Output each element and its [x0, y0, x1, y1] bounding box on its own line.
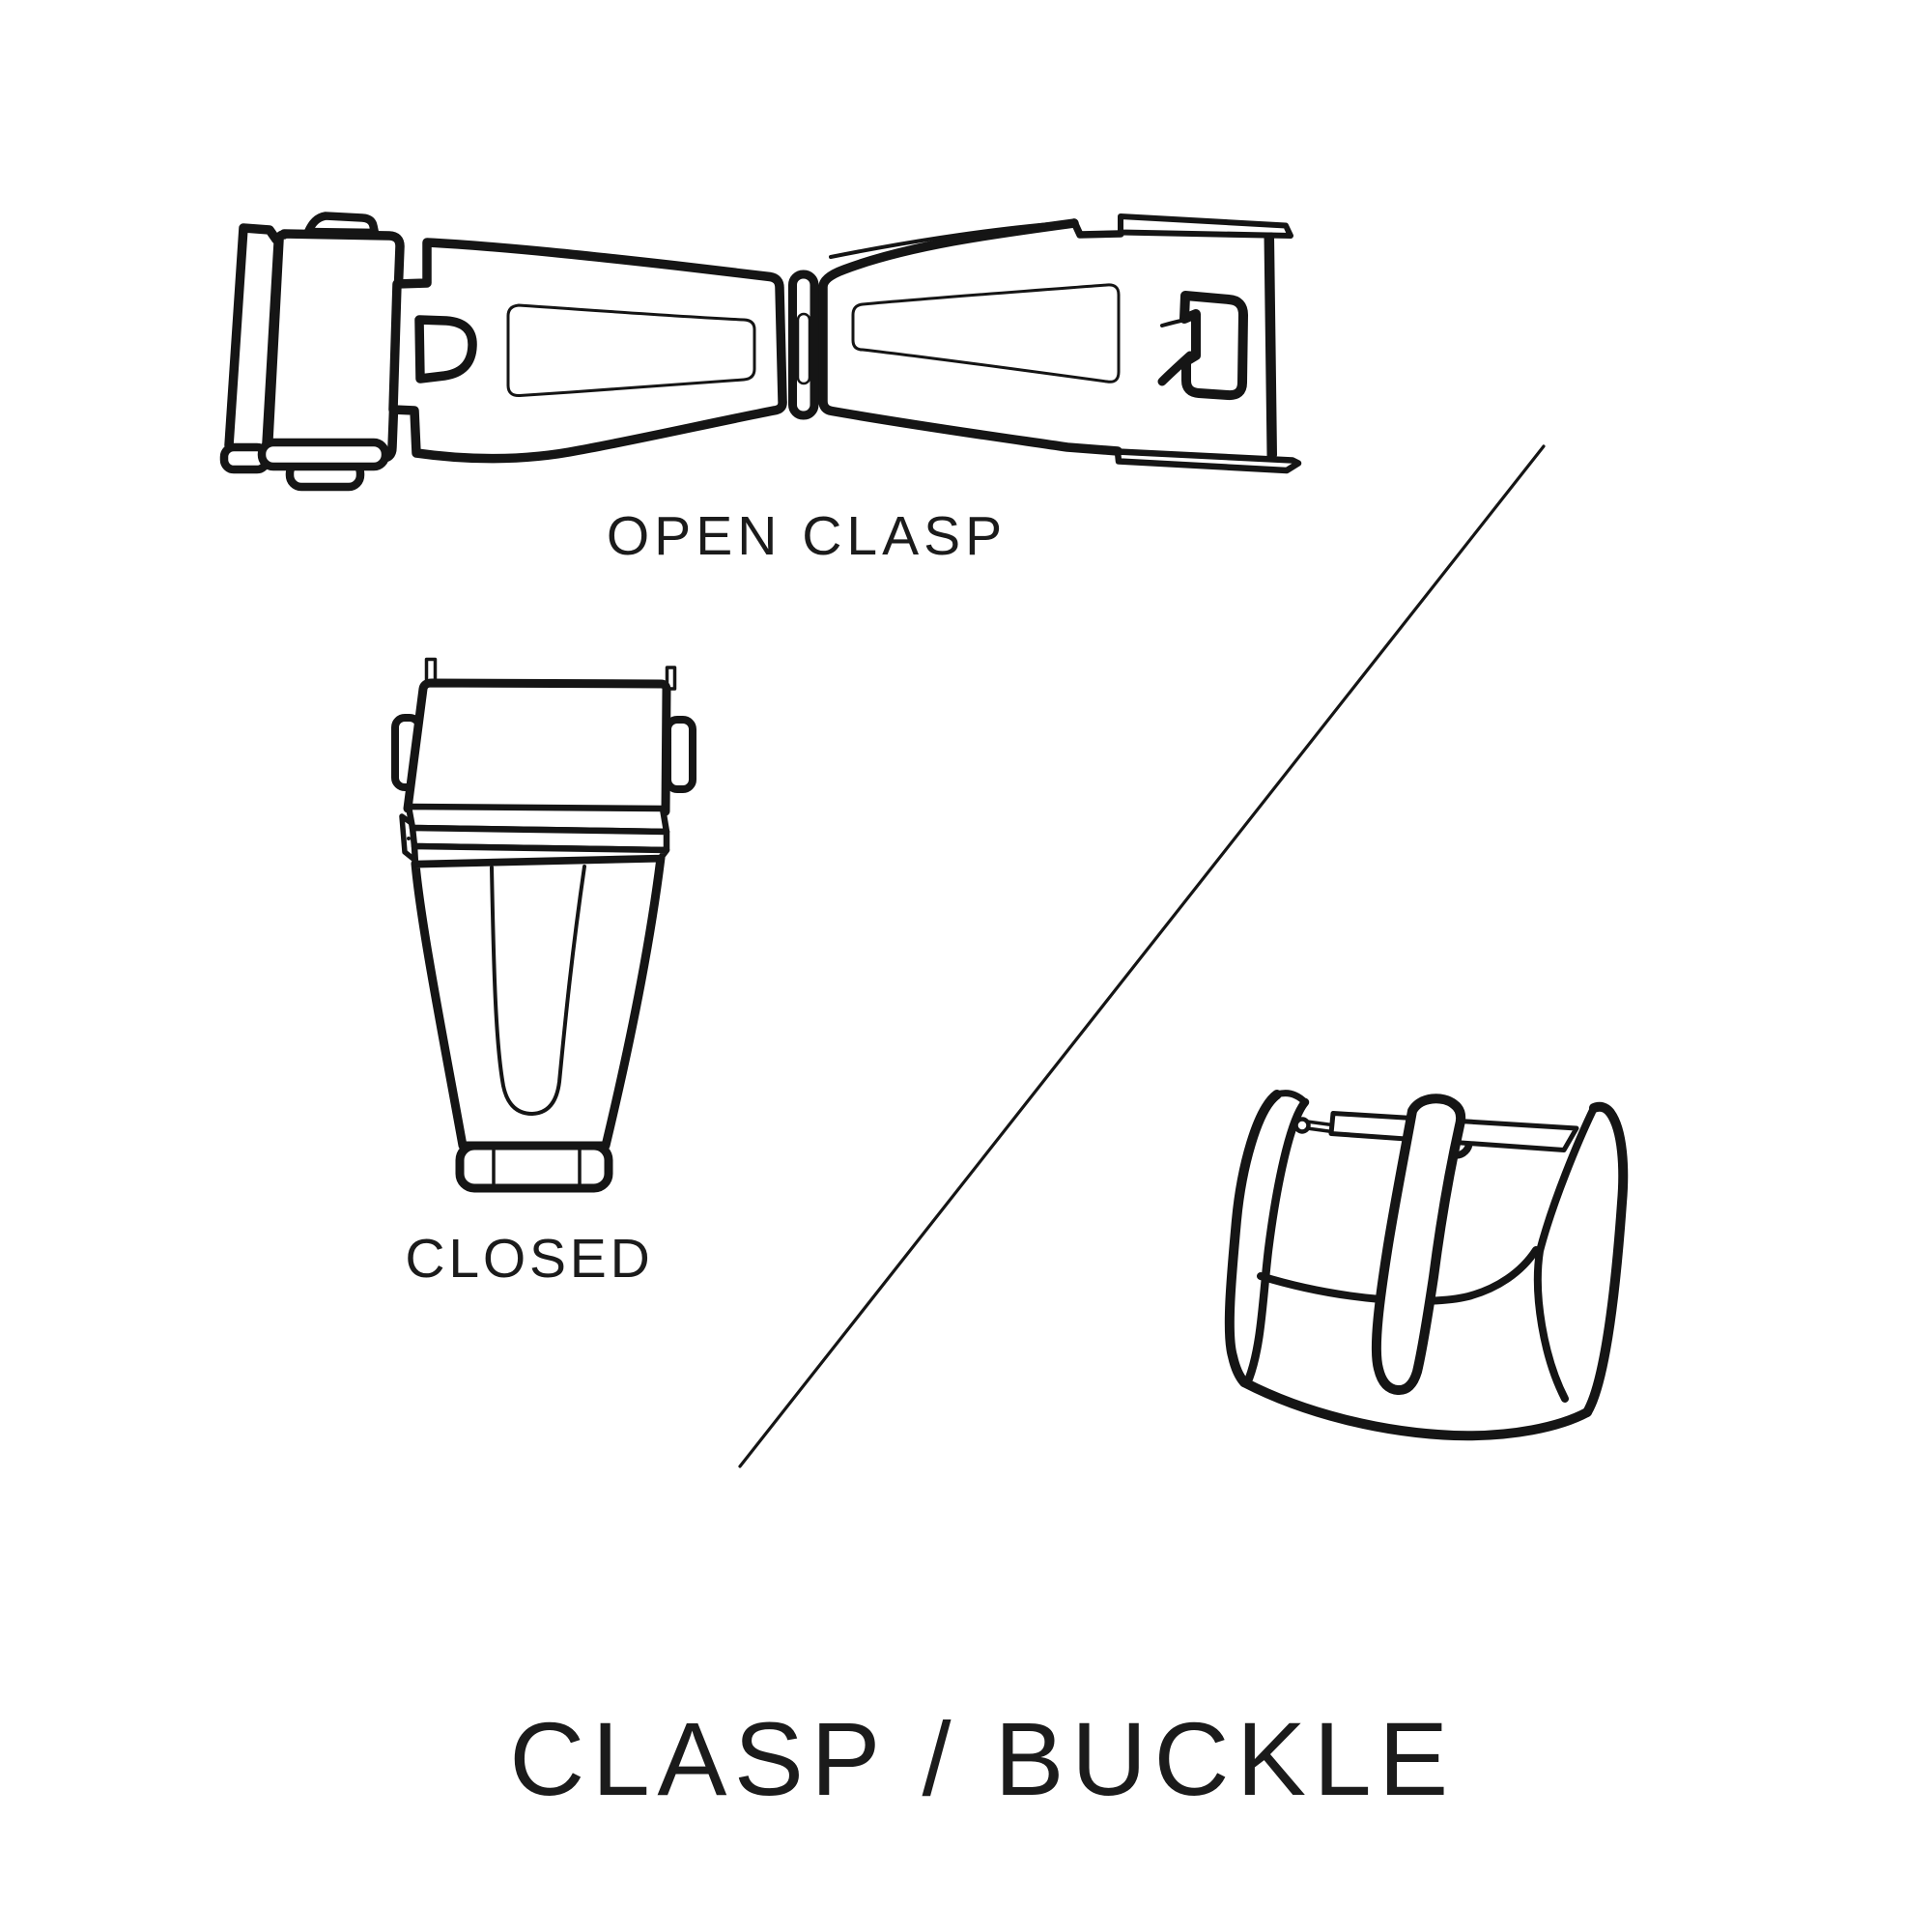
svg-text:CLOSED: CLOSED: [405, 1228, 653, 1290]
svg-text:OPEN CLASP: OPEN CLASP: [607, 505, 1007, 567]
svg-text:CLASP / BUCKLE: CLASP / BUCKLE: [509, 1700, 1455, 1817]
